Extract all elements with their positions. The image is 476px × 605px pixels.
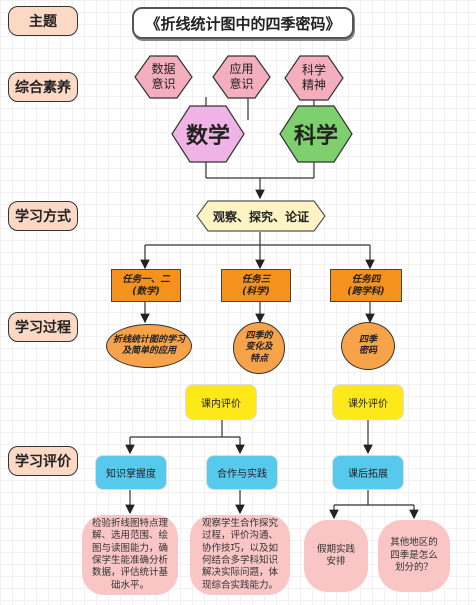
hex-scientific-spirit-label: 科学 精神: [301, 63, 326, 92]
knowledge-description: 检验折线图特点理解、选用范围、绘图与读图能力，确保学生能准确分析数据，评估统计基…: [82, 515, 178, 595]
page-title: 《折线统计图中的四季密码》: [132, 7, 354, 39]
task-interdisciplinary-name: 任务四: [351, 273, 381, 285]
hex-math: [171, 105, 245, 163]
knowledge-description-text: 检验折线图特点理解、选用范围、绘图与读图能力，确保学生能准确分析数据，评估统计基…: [91, 517, 168, 591]
math-subject-label: 数学: [185, 124, 230, 149]
side-label-evaluation: 学习评价: [8, 446, 78, 476]
task-interdisciplinary-subject: (跨学科): [347, 285, 385, 297]
cooperation-description: 观察学生合作探究过程，评价沟通、协作技巧，以及如何结合多学科知识解决实际问题，体…: [190, 515, 290, 595]
in-class-evaluation: 课内评价: [185, 384, 257, 420]
side-label-theme: 主题: [8, 6, 78, 36]
science-subject-label: 科学: [293, 124, 338, 149]
cooperation-description-text: 观察学生合作探究过程，评价沟通、协作技巧，以及如何结合多学科知识解决实际问题，体…: [201, 517, 278, 591]
other-regions-question: 其他地区的 四季是怎么 划分的？: [378, 520, 450, 592]
holiday-practice: 假期实践 安排: [304, 520, 368, 592]
cooperation-practice: 合作与实践: [206, 455, 278, 490]
method-shape: [196, 200, 326, 232]
hex-application-awareness: [212, 55, 271, 99]
task-interdisciplinary: 任务四 (跨学科): [330, 269, 402, 302]
out-class-evaluation: 课外评价: [332, 384, 404, 420]
task-detail-line-chart: 折线统计图的学习 及简单的应用: [106, 324, 192, 368]
side-label-process: 学习过程: [8, 312, 78, 342]
task-math-subject: (数学): [132, 285, 160, 297]
learning-method: 观察、探究、论证: [212, 209, 309, 224]
task-science: 任务三 (科学): [221, 269, 291, 302]
after-class-extension: 课后拓展: [332, 455, 404, 490]
hex-application-awareness-label: 应用 意识: [229, 62, 254, 91]
hex-science: [279, 105, 353, 163]
task-detail-season-code: 四季 密码: [341, 322, 395, 370]
task-math-name: 任务一、二: [122, 273, 170, 285]
side-label-method: 学习方式: [8, 201, 78, 231]
literacy-hexagons: [134, 55, 353, 163]
hex-data-awareness-label: 数据 意识: [151, 62, 176, 91]
hex-scientific-spirit: [284, 55, 344, 101]
task-science-name: 任务三: [241, 273, 271, 285]
knowledge-mastery: 知识掌握度: [95, 455, 167, 490]
task-science-subject: (科学): [242, 285, 270, 297]
side-label-literacy: 综合素养: [8, 72, 78, 102]
task-math: 任务一、二 (数学): [111, 269, 181, 302]
hex-data-awareness: [134, 55, 193, 99]
task-detail-seasons: 四季的 变化及 特点: [233, 322, 285, 374]
